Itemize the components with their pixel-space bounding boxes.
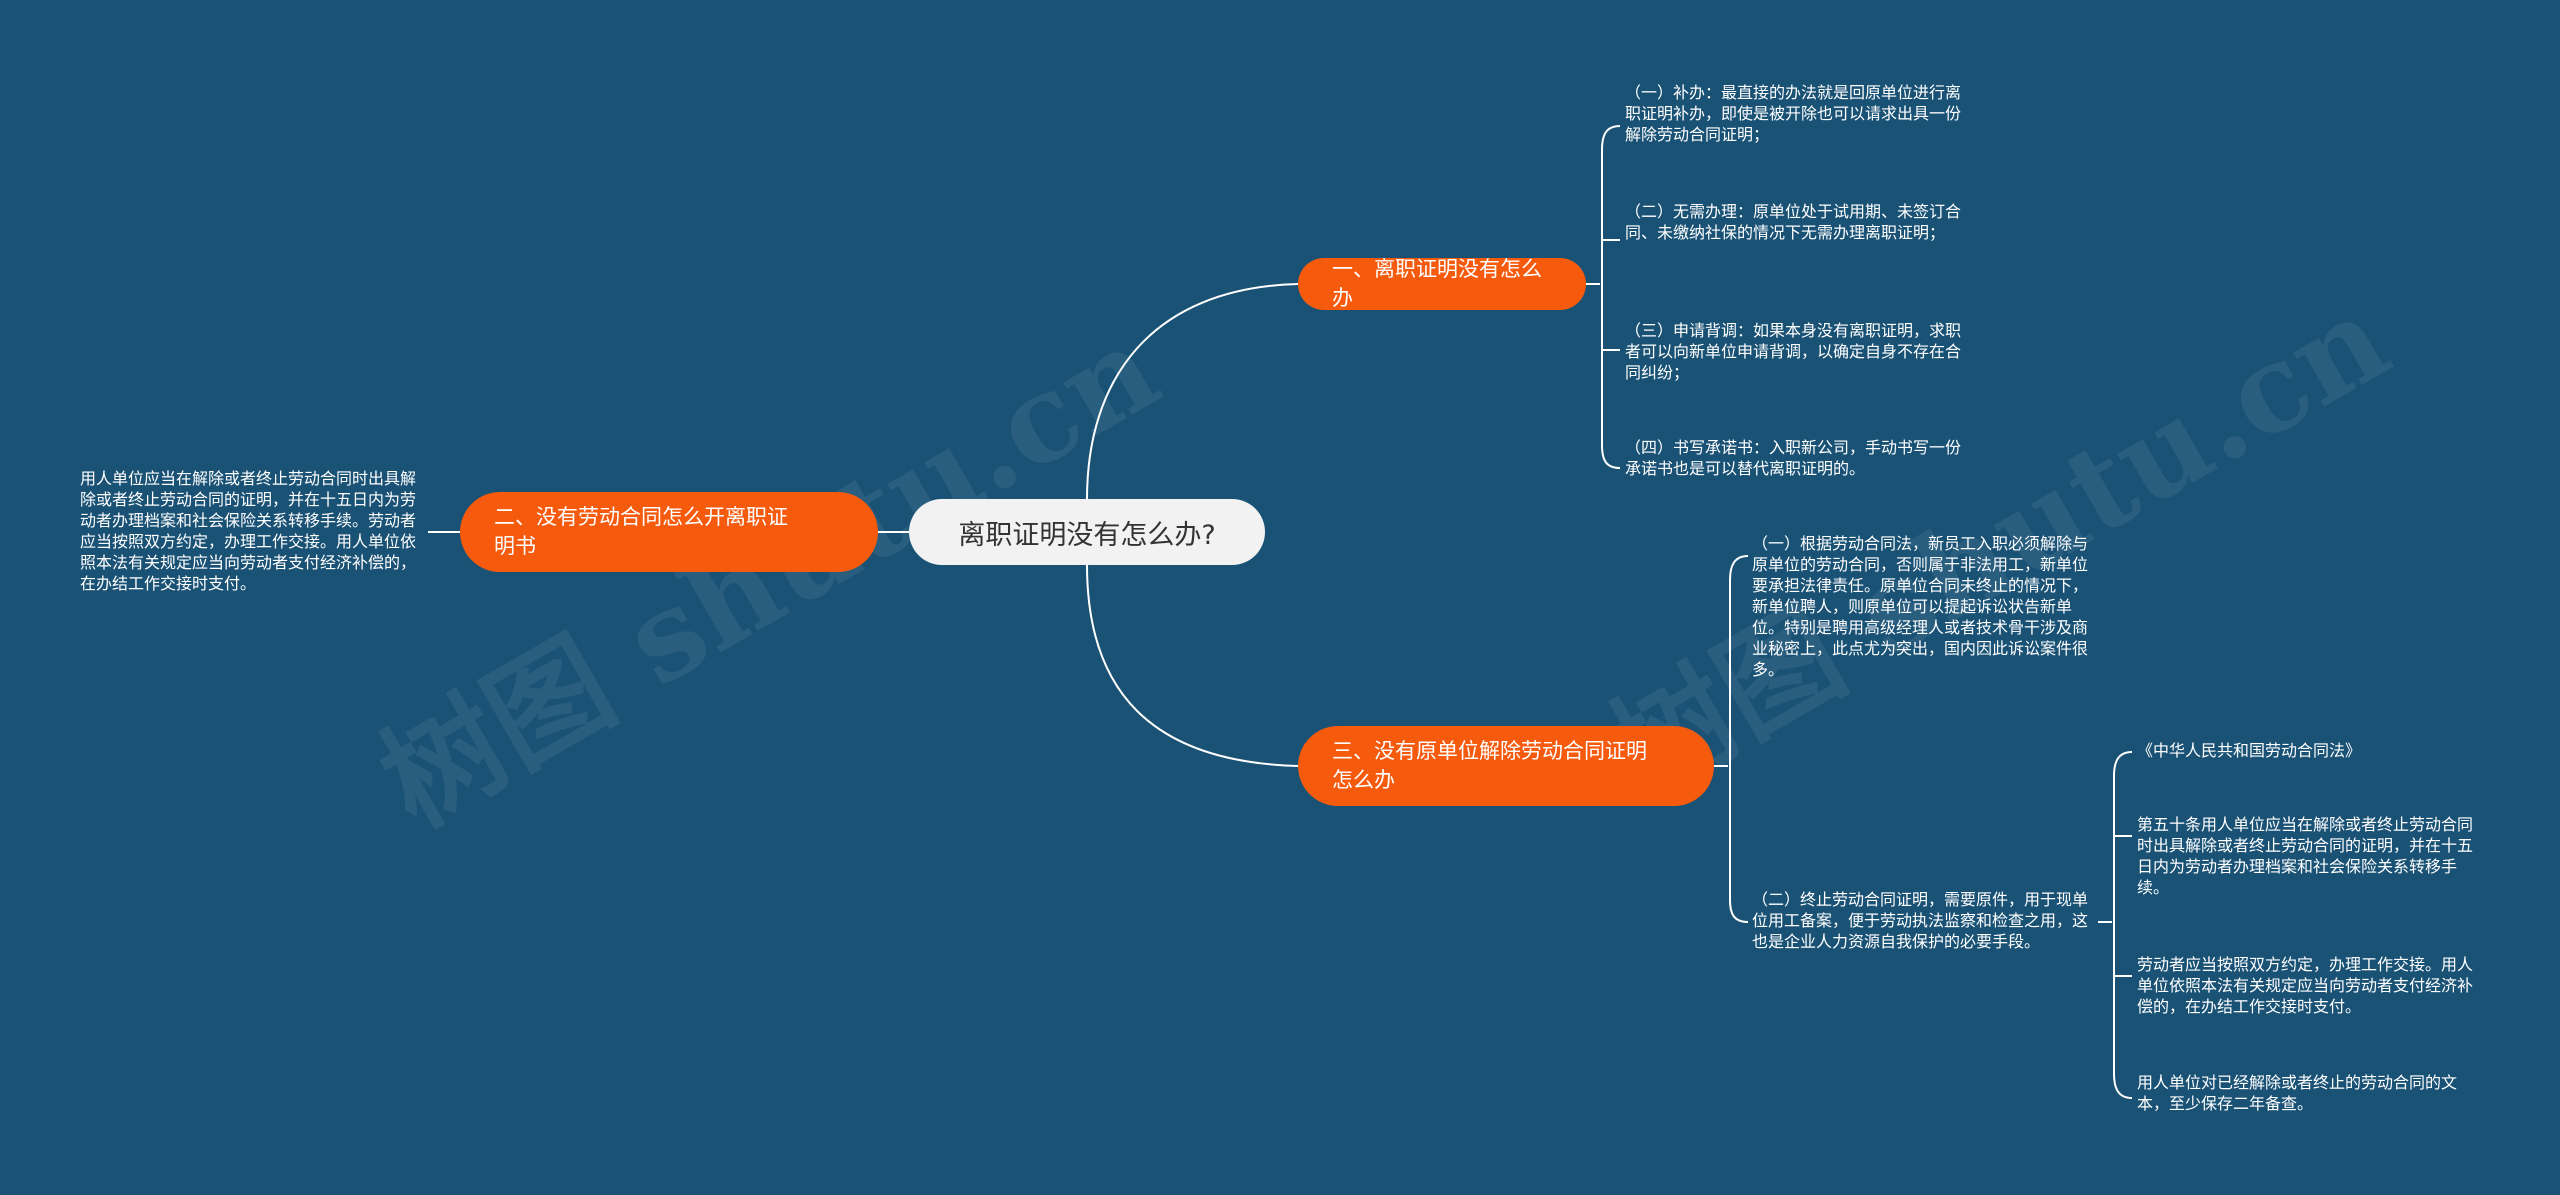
branch-2-leaf-1[interactable]: 用人单位应当在解除或者终止劳动合同时出具解除或者终止劳动合同的证明，并在十五日内… <box>80 469 417 593</box>
connector-line-2 <box>1086 564 1299 767</box>
branch-1-leaf-2[interactable]: （二）无需办理：原单位处于试用期、未签订合同、未缴纳社保的情况下无需办理离职证明… <box>1625 202 1962 242</box>
branch-3-subleaf-2[interactable]: 第五十条用人单位应当在解除或者终止劳动合同时出具解除或者终止劳动合同的证明，并在… <box>2137 815 2474 897</box>
root-topic[interactable]: 离职证明没有怎么办? <box>909 499 1265 565</box>
branch-3-subleaf-3[interactable]: 劳动者应当按照双方约定，办理工作交接。用人单位依照本法有关规定应当向劳动者支付经… <box>2137 955 2474 1016</box>
branch-2-topic[interactable]: 二、没有劳动合同怎么开离职证明书 <box>460 492 878 572</box>
connector-line-12 <box>2113 751 2133 1099</box>
branch-1-leaf-1[interactable]: （一）补办：最直接的办法就是回原单位进行离职证明补办，即使是被开除也可以请求出具… <box>1625 83 1962 144</box>
branch-3-subleaf-1[interactable]: 《中华人民共和国劳动合同法》 <box>2137 741 2362 760</box>
connector-line-10 <box>1729 555 1749 923</box>
branch-3-leaf-1[interactable]: （一）根据劳动合同法，新员工入职必须解除与原单位的劳动合同，否则属于非法用工，新… <box>1752 534 2089 679</box>
branch-1-leaf-3[interactable]: （三）申请背调：如果本身没有离职证明，求职者可以向新单位申请背调，以确定自身不存… <box>1625 321 1962 382</box>
branch-3-leaf-2[interactable]: （二）终止劳动合同证明，需要原件，用于现单位用工备案，便于劳动执法监察和检查之用… <box>1752 890 2089 951</box>
branch-1-leaf-4[interactable]: （四）书写承诺书：入职新公司，手动书写一份承诺书也是可以替代离职证明的。 <box>1625 438 1962 478</box>
branch-1-topic[interactable]: 一、离职证明没有怎么办 <box>1298 257 1586 310</box>
branch-3-topic[interactable]: 三、没有原单位解除劳动合同证明怎么办 <box>1298 726 1714 806</box>
connector-line-5 <box>1601 125 1621 469</box>
connector-line-1 <box>1086 283 1299 500</box>
branch-3-subleaf-4[interactable]: 用人单位对已经解除或者终止的劳动合同的文本，至少保存二年备查。 <box>2137 1073 2458 1113</box>
